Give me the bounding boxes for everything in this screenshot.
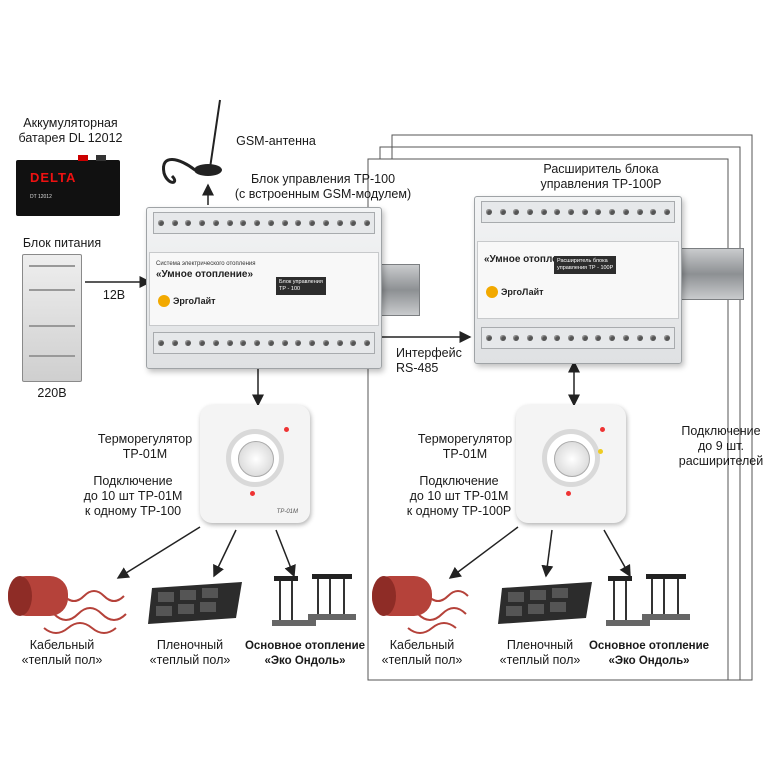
control-unit-face: Система электрического отопления «Умное … bbox=[149, 252, 379, 326]
cable-floor-right-image bbox=[372, 576, 469, 634]
din-rail-right bbox=[672, 248, 744, 300]
film-floor-right-image bbox=[498, 582, 592, 624]
thermostat-left-image: TP-01M bbox=[200, 405, 310, 523]
main-heating-right-image bbox=[606, 574, 690, 626]
line-left-cable bbox=[116, 526, 201, 579]
main-heating-left-label: Основное отопление«Эко Ондоль» bbox=[244, 640, 366, 667]
line-right-film bbox=[541, 529, 554, 578]
voltage-12-label: 12В bbox=[102, 288, 126, 302]
main-heating-left-image bbox=[272, 574, 356, 626]
cable-floor-left-label: Кабельный«теплый пол» bbox=[21, 638, 103, 667]
line-left-film bbox=[213, 529, 237, 578]
main-heating-right-label: Основное отопление«Эко Ондоль» bbox=[588, 640, 710, 667]
voltage-220-label: 220В bbox=[37, 386, 67, 400]
line-right-cable bbox=[448, 526, 519, 579]
line-right-heater bbox=[603, 529, 631, 578]
battery-image: DELTA DT 12012 bbox=[16, 155, 120, 216]
film-floor-right-label: Пленочный«теплый пол» bbox=[499, 638, 581, 667]
cable-floor-left-image bbox=[8, 576, 127, 634]
film-floor-left-image bbox=[148, 582, 242, 624]
thermostat-right-image bbox=[516, 405, 626, 523]
control-unit-label: Блок управления ТР-100(с встроенным GSM-… bbox=[234, 172, 412, 201]
film-floor-left-label: Пленочный«теплый пол» bbox=[149, 638, 231, 667]
line-left-heater bbox=[275, 529, 296, 578]
cable-floor-right-label: Кабельный«теплый пол» bbox=[381, 638, 463, 667]
power-supply-image bbox=[22, 254, 82, 382]
gsm-antenna-label: GSM-антенна bbox=[236, 134, 316, 148]
control-unit-image: Система электрического отопления «Умное … bbox=[146, 207, 382, 369]
gsm-antenna-image bbox=[162, 99, 222, 184]
power-supply-label: Блок питания bbox=[22, 236, 102, 250]
ergolight-logo-right: ЭргоЛайт bbox=[486, 286, 544, 298]
ergolight-logo: ЭргоЛайт bbox=[158, 295, 216, 307]
